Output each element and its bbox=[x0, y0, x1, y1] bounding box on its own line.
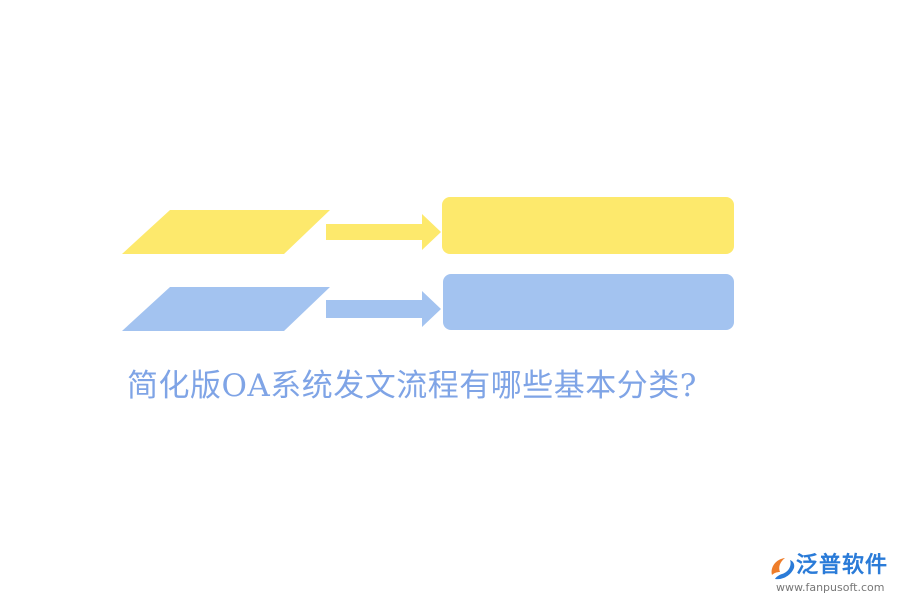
brand-url: www.fanpusoft.com bbox=[776, 581, 885, 594]
blue-rounded-box bbox=[443, 274, 734, 330]
blue-parallelogram bbox=[122, 287, 330, 331]
brand-name: 泛普软件 bbox=[796, 553, 889, 578]
yellow-rounded-box bbox=[442, 197, 734, 254]
right-arrow-icon bbox=[326, 214, 441, 250]
yellow-parallelogram bbox=[122, 210, 330, 254]
brand-logo[interactable]: 泛普软件 www.fanpusoft.com bbox=[768, 551, 892, 597]
page-title: 简化版OA系统发文流程有哪些基本分类? bbox=[127, 368, 697, 404]
fanpu-swirl-icon bbox=[771, 558, 795, 580]
right-arrow-icon bbox=[326, 291, 441, 327]
